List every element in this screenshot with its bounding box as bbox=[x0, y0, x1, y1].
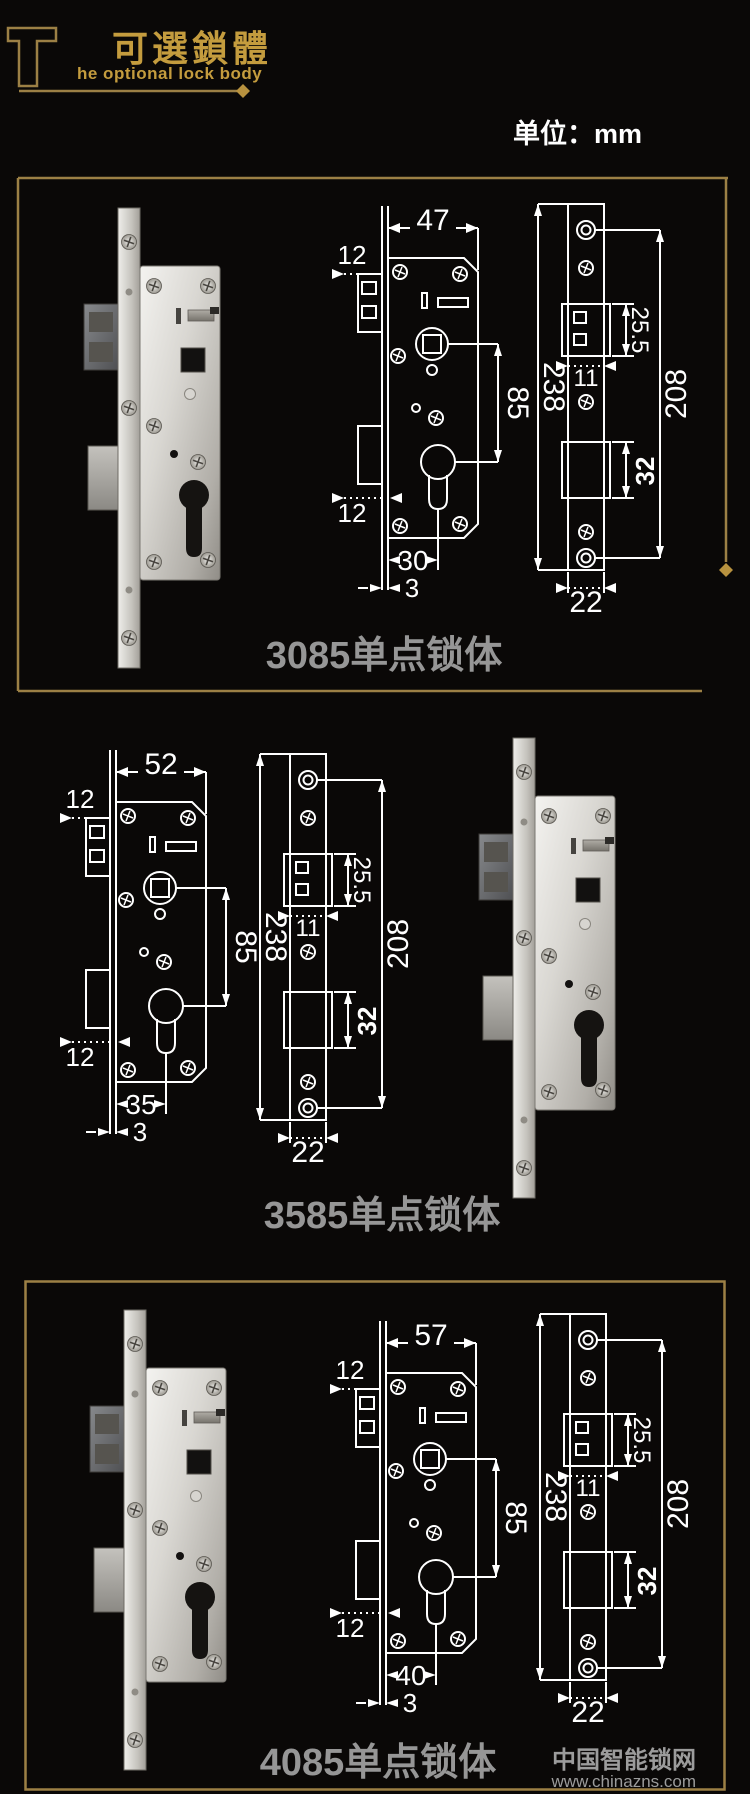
dim-deadbolt-cutout-height: 32 bbox=[632, 1567, 662, 1596]
dim-faceplate-thickness: 3 bbox=[405, 573, 419, 603]
front-view-drawing: 57 12 85 12 40 3 bbox=[330, 1319, 532, 1718]
dim-total-height: 238 bbox=[537, 362, 570, 412]
section-caption: 3585单点锁体 bbox=[264, 1195, 501, 1235]
dim-latch-cutout-height: 25.5 bbox=[626, 307, 653, 354]
dim-latch-cutout-width: 11 bbox=[574, 365, 599, 392]
lock-photo bbox=[90, 1310, 226, 1770]
dim-top-offset: 12 bbox=[336, 1355, 365, 1385]
dim-latch-cutout-width: 11 bbox=[576, 1475, 601, 1502]
gold-border-frame bbox=[24, 1280, 726, 1791]
dim-backset: 40 bbox=[395, 1660, 426, 1691]
header-decoration bbox=[6, 26, 250, 98]
dim-screw-spacing: 208 bbox=[660, 369, 693, 419]
lock-photo-image bbox=[90, 1310, 226, 1770]
dim-latch-cutout-height: 25.5 bbox=[348, 857, 375, 904]
gold-diamond-icon bbox=[719, 563, 733, 577]
dim-deadbolt-cutout-height: 32 bbox=[352, 1007, 382, 1036]
dim-center-distance: 85 bbox=[229, 930, 262, 963]
dim-body-width: 57 bbox=[414, 1319, 447, 1352]
dim-backset: 35 bbox=[125, 1089, 156, 1120]
watermark-site-url: www.chinazns.com bbox=[550, 1772, 696, 1791]
section-3085: 47 12 85 12 30 3 238 25.5 11 208 32 22 3… bbox=[16, 176, 733, 693]
section-4085: 57 12 85 12 40 3 238 25.5 11 208 32 22 4… bbox=[24, 1280, 726, 1791]
dim-total-height: 238 bbox=[259, 912, 292, 962]
unit-label: 单位：mm bbox=[512, 119, 642, 149]
dim-top-offset: 12 bbox=[338, 240, 367, 270]
lock-photo bbox=[479, 738, 615, 1198]
lock-photo-image bbox=[479, 738, 615, 1198]
dim-latch-cutout-height: 25.5 bbox=[628, 1417, 655, 1464]
face-view-drawing: 238 25.5 11 208 32 22 bbox=[536, 1314, 695, 1729]
lock-photo bbox=[84, 208, 220, 668]
dim-faceplate-width: 22 bbox=[291, 1136, 324, 1169]
dim-faceplate-thickness: 3 bbox=[403, 1688, 417, 1718]
page-title-en: he optional lock body bbox=[77, 64, 263, 83]
dim-faceplate-width: 22 bbox=[569, 586, 602, 619]
front-view-drawing: 47 12 85 12 30 3 bbox=[332, 204, 534, 603]
face-view-drawing: 238 25.5 11 208 32 22 bbox=[256, 754, 415, 1169]
section-3585: 52 12 85 12 35 3 238 25.5 11 208 32 22 3… bbox=[0, 735, 750, 1235]
dim-total-height: 238 bbox=[539, 1472, 572, 1522]
section-caption: 3085单点锁体 bbox=[266, 635, 503, 677]
dim-center-distance: 85 bbox=[501, 386, 534, 419]
dim-top-offset: 12 bbox=[66, 784, 95, 814]
face-view-drawing: 238 25.5 11 208 32 22 bbox=[534, 204, 693, 619]
page-title-cn: 可選鎖體 bbox=[112, 28, 273, 69]
section-caption: 4085单点锁体 bbox=[260, 1742, 497, 1784]
dim-deadbolt-cutout-height: 32 bbox=[630, 457, 660, 486]
lock-photo-image bbox=[84, 208, 220, 668]
front-view-drawing: 52 12 85 12 35 3 bbox=[60, 748, 262, 1147]
dim-screw-spacing: 208 bbox=[662, 1479, 695, 1529]
dim-backset: 30 bbox=[397, 545, 428, 576]
dim-body-width: 47 bbox=[416, 204, 449, 237]
dim-screw-spacing: 208 bbox=[382, 919, 415, 969]
dim-faceplate-thickness: 3 bbox=[133, 1117, 147, 1147]
brand-t-logo-icon bbox=[6, 26, 58, 88]
dim-bottom-offset: 12 bbox=[336, 1613, 365, 1643]
dim-bottom-offset: 12 bbox=[66, 1042, 95, 1072]
dim-center-distance: 85 bbox=[499, 1501, 532, 1534]
dim-bottom-offset: 12 bbox=[338, 498, 367, 528]
dim-body-width: 52 bbox=[144, 748, 177, 781]
dim-faceplate-width: 22 bbox=[571, 1696, 604, 1729]
dim-latch-cutout-width: 11 bbox=[296, 915, 321, 942]
watermark-site-name: 中国智能锁网 bbox=[552, 1746, 696, 1774]
header-diamond-icon bbox=[236, 84, 250, 98]
